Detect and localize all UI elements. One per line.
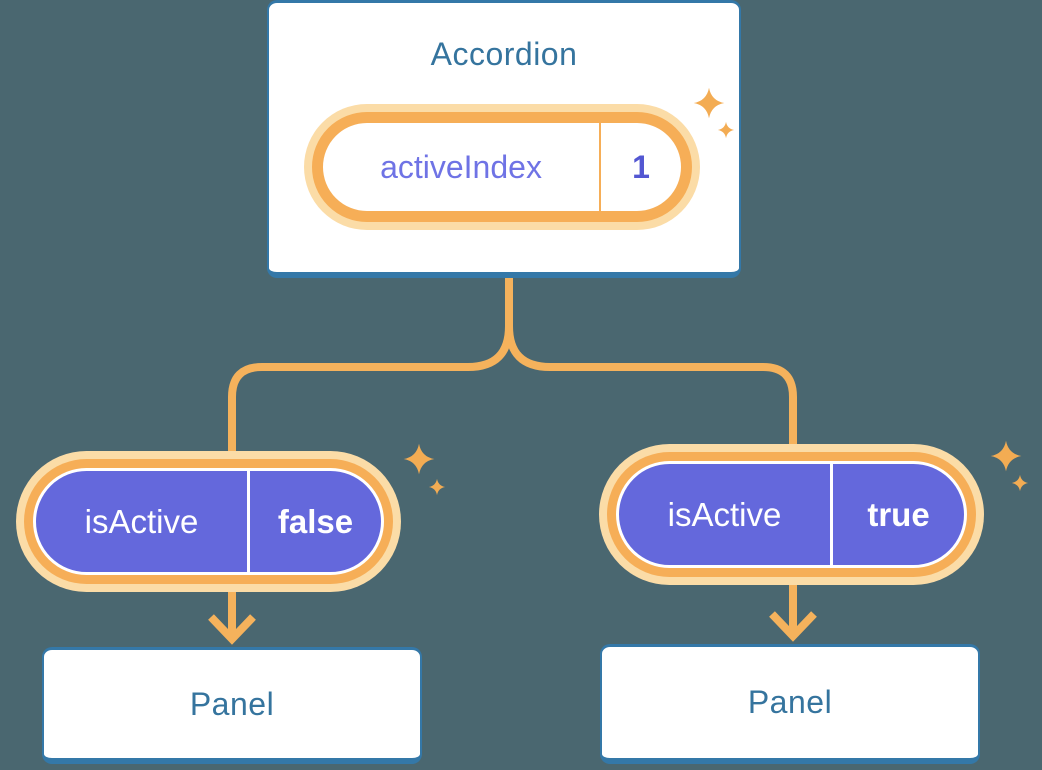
arrowhead-left-icon (208, 614, 256, 645)
sparkle-small-icon (1011, 474, 1029, 492)
prop-pill-left-value: false (277, 502, 354, 540)
prop-pill-right-divider (830, 464, 833, 565)
prop-pill-right-value: true (867, 495, 930, 533)
state-pill-divider (599, 123, 601, 211)
sparkle-large-icon (403, 443, 435, 475)
state-pill-value: 1 (632, 148, 650, 185)
prop-pill-left-divider (247, 471, 250, 572)
prop-pill-left-label: isActive (84, 502, 199, 540)
sparkle-large-icon (990, 440, 1022, 472)
sparkle-small-icon (717, 121, 735, 139)
prop-pill-isactive-false: isActive false (33, 468, 384, 575)
prop-pill-isactive-true: isActive true (616, 461, 967, 568)
sparkle-small-icon (428, 478, 446, 496)
sparkle-large-icon (693, 87, 725, 119)
branch-line-right (505, 274, 797, 632)
state-pill-activeindex: activeIndex 1 (312, 112, 692, 222)
arrowhead-right-icon (769, 611, 817, 642)
state-pill-label: activeIndex (380, 148, 542, 185)
panel-component-card-left: Panel (42, 647, 422, 764)
panel-component-card-right: Panel (600, 644, 980, 764)
prop-pill-right-label: isActive (667, 495, 782, 533)
branch-line-left (228, 274, 513, 635)
accordion-title: Accordion (430, 36, 578, 72)
panel-right-title: Panel (747, 684, 833, 720)
panel-left-title: Panel (189, 685, 275, 722)
